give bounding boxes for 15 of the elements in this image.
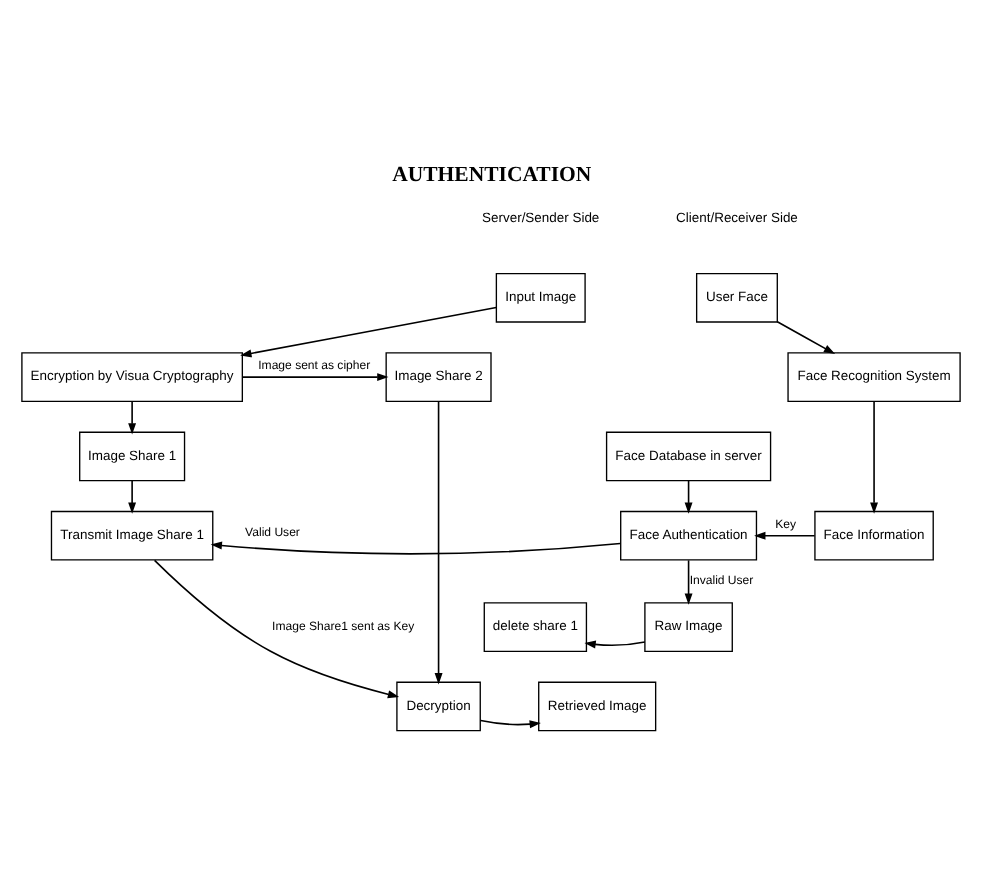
arrow (240, 305, 498, 357)
arrow (128, 478, 137, 513)
arrow (684, 478, 693, 513)
arrow (128, 399, 137, 434)
arrow (754, 530, 816, 539)
arrow (241, 372, 389, 381)
arrow (210, 540, 622, 554)
arrow (776, 319, 836, 353)
arrow (434, 399, 443, 684)
diagram-title: AUTHENTICATION (392, 161, 592, 186)
arrow (479, 718, 541, 728)
arrow (584, 639, 646, 648)
arrow (870, 399, 879, 513)
arrow (684, 558, 693, 604)
arrow (153, 558, 400, 698)
